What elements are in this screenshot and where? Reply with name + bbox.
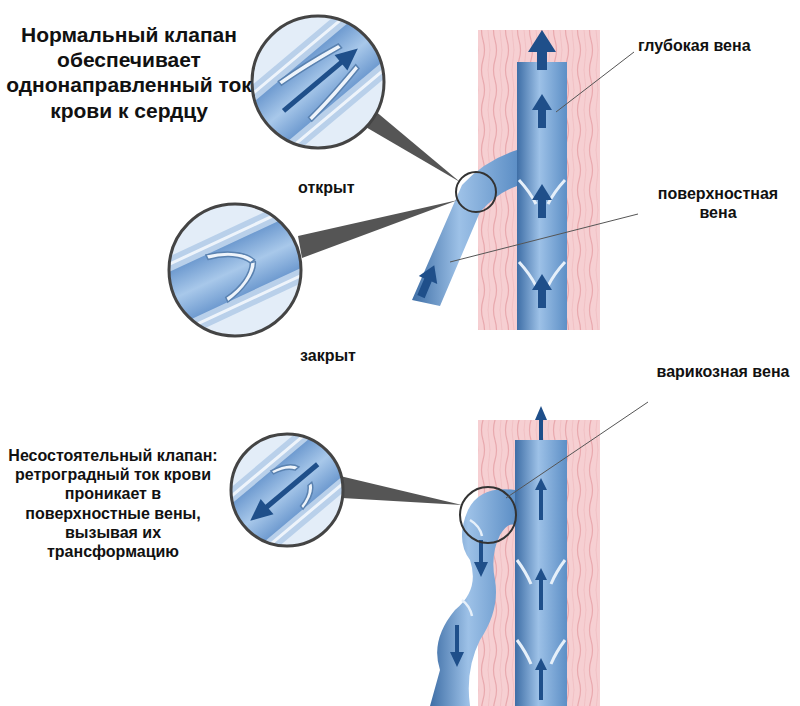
valve-leaflet bbox=[302, 65, 365, 121]
leader-line bbox=[556, 52, 634, 112]
deep-vein bbox=[515, 440, 567, 706]
valve-leaflet bbox=[519, 180, 565, 286]
heading-note: Нормальный клапан обеспечивает однонапра… bbox=[4, 22, 254, 123]
flow-arrow bbox=[412, 261, 444, 300]
part-label: глубокая вена bbox=[638, 36, 796, 55]
wall-highlight bbox=[190, 402, 383, 578]
superficial-vein bbox=[412, 150, 517, 306]
note-text: Несостоятельный клапан: ретроградный ток… bbox=[6, 446, 220, 561]
deep-vein bbox=[517, 62, 567, 330]
magnifier-spot bbox=[460, 487, 516, 543]
reflux-arrow bbox=[244, 499, 274, 528]
muscle-band bbox=[478, 420, 600, 706]
vein-wall bbox=[186, 397, 388, 584]
flow-arrow bbox=[535, 658, 547, 700]
magnifier-funnel bbox=[298, 200, 458, 258]
flow-arrow bbox=[532, 274, 552, 308]
magnifier-spot bbox=[456, 172, 496, 212]
flow-arrow bbox=[535, 406, 547, 440]
flow-arrow bbox=[335, 41, 365, 70]
magnifier-rim bbox=[231, 434, 343, 546]
magnifier-rim bbox=[169, 204, 301, 336]
varicose-vein bbox=[430, 489, 515, 706]
flow-arrow bbox=[528, 30, 556, 70]
valve-leaflet bbox=[517, 560, 565, 664]
magnifier-closed-valve bbox=[127, 191, 342, 348]
valve-leaflet bbox=[271, 455, 299, 482]
part-label: поверхностная вена bbox=[640, 184, 796, 222]
flow-arrow bbox=[535, 478, 547, 520]
reflux-arrow bbox=[450, 625, 464, 667]
vein-wall bbox=[127, 191, 342, 348]
magnifier-incompetent-valve bbox=[186, 397, 388, 584]
flow-arrow bbox=[535, 568, 547, 610]
part-label: варикозная вена bbox=[650, 362, 796, 381]
flow-arrow bbox=[532, 184, 552, 218]
magnifier-funnel bbox=[364, 110, 460, 182]
vein-lumen bbox=[225, 0, 412, 166]
state-label: закрыт bbox=[300, 346, 380, 365]
valve-leaflet bbox=[217, 261, 266, 302]
reflux-arrow bbox=[474, 540, 488, 577]
reflux-arrow bbox=[266, 464, 318, 508]
leader-line bbox=[450, 214, 638, 262]
flow-arrow bbox=[284, 61, 343, 110]
magnifier-rim bbox=[252, 16, 384, 148]
flow-arrow bbox=[532, 94, 552, 128]
valve-leaflet bbox=[293, 482, 321, 509]
magnifier-funnel bbox=[340, 476, 462, 505]
valve-leaflet bbox=[278, 36, 341, 92]
vein-lumen bbox=[133, 204, 336, 336]
wall-highlight bbox=[130, 198, 339, 342]
state-label: открыт bbox=[298, 178, 378, 197]
vein-lumen bbox=[194, 407, 379, 574]
leader-line bbox=[506, 402, 648, 498]
